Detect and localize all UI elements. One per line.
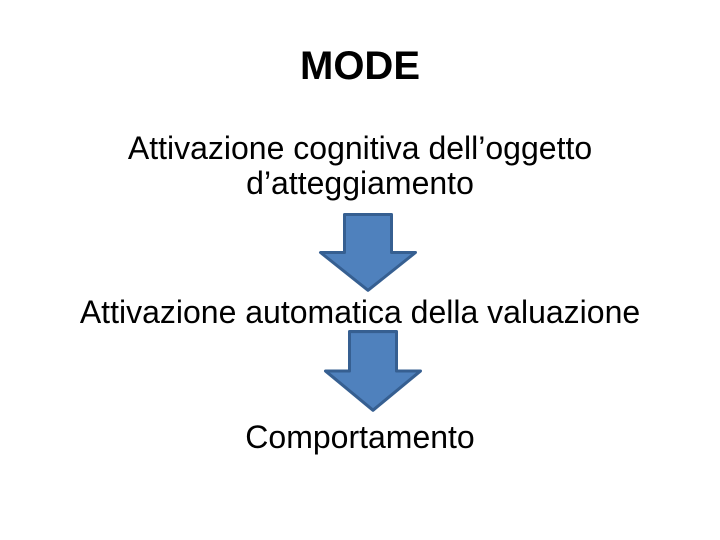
down-arrow-polygon bbox=[324, 330, 422, 412]
step-1-line-1: Attivazione cognitiva dell’oggetto bbox=[127, 130, 593, 166]
down-arrow-shape bbox=[319, 213, 417, 292]
step-1-line-2: d’atteggiamento bbox=[246, 165, 474, 201]
step-3-text: Comportamento bbox=[245, 419, 475, 455]
step-2-text: Attivazione automatica della valuazione bbox=[79, 294, 641, 330]
step-1-text: Attivazione cognitiva dell’oggetto d’att… bbox=[0, 131, 720, 201]
slide-title: MODE bbox=[300, 44, 420, 88]
down-arrow-icon bbox=[319, 213, 417, 292]
down-arrow-polygon bbox=[319, 213, 417, 292]
down-arrow-icon bbox=[324, 330, 422, 412]
down-arrow-shape bbox=[324, 330, 422, 412]
